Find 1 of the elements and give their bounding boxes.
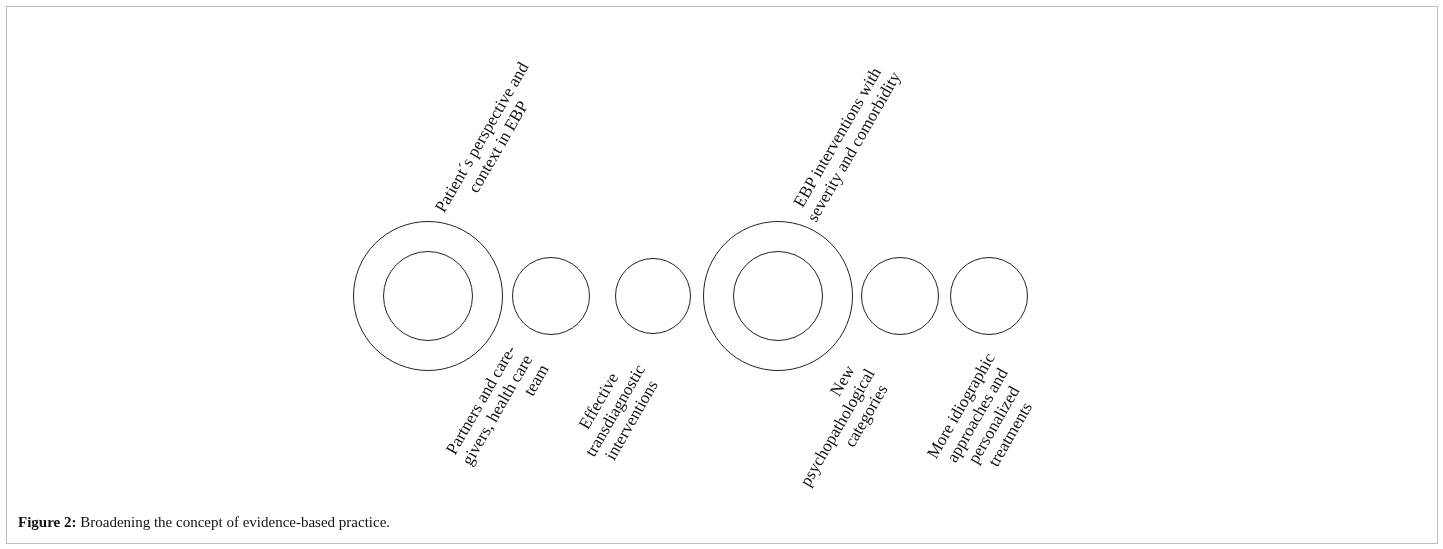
figure-caption: Figure 2: Broadening the concept of evidence-based practice. [18, 514, 391, 531]
